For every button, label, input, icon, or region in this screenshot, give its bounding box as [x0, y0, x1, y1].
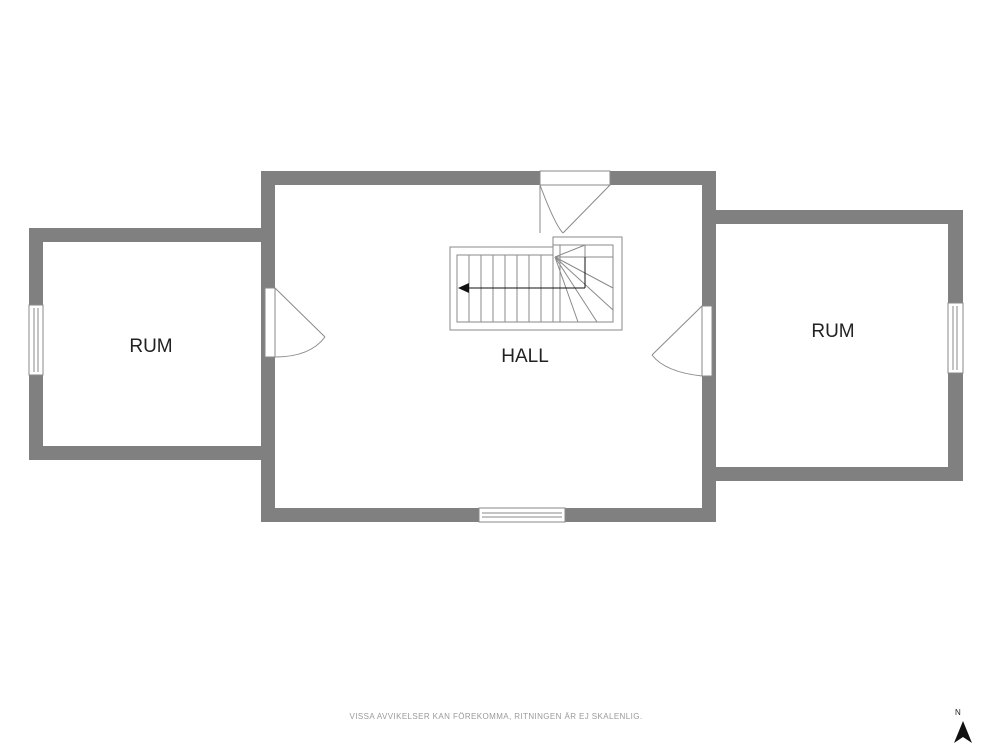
disclaimer-text: VISSA AVVIKELSER KAN FÖREKOMMA, RITNINGE… [349, 712, 643, 721]
door-left [264, 287, 326, 358]
window-bottom [478, 507, 566, 523]
door-top [539, 170, 611, 234]
window-left [28, 304, 44, 376]
compass-label: N [955, 708, 961, 717]
right-room-walls [709, 210, 963, 481]
room-label-hall: HALL [501, 346, 549, 367]
doors [264, 170, 713, 377]
windows [28, 302, 964, 523]
staircase [449, 236, 623, 331]
room-label-right: RUM [811, 321, 854, 342]
hall-walls [261, 171, 716, 522]
window-right [947, 302, 964, 374]
stair-direction-arrow [458, 257, 586, 293]
north-arrow-icon [954, 721, 972, 743]
door-right [651, 305, 713, 377]
room-label-left: RUM [129, 336, 172, 357]
